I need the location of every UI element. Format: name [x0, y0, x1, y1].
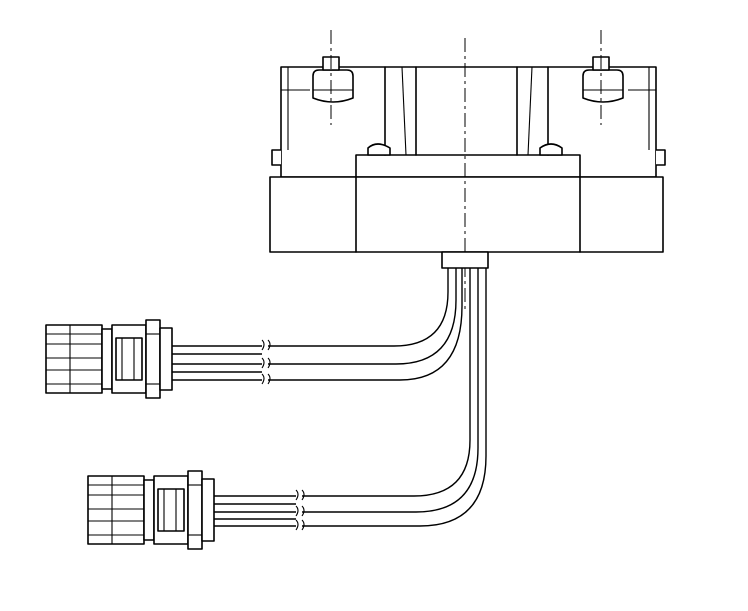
- mounting-bolt-right: [582, 56, 624, 103]
- mounting-bolt-left: [312, 56, 354, 103]
- lower-cable: [212, 268, 487, 531]
- cable-gland: [441, 251, 489, 269]
- upper-cable: [172, 268, 463, 385]
- lower-connector: [87, 470, 215, 550]
- guide-pin-right: [539, 143, 563, 156]
- guide-pin-left: [367, 143, 391, 156]
- upper-connector: [45, 319, 173, 399]
